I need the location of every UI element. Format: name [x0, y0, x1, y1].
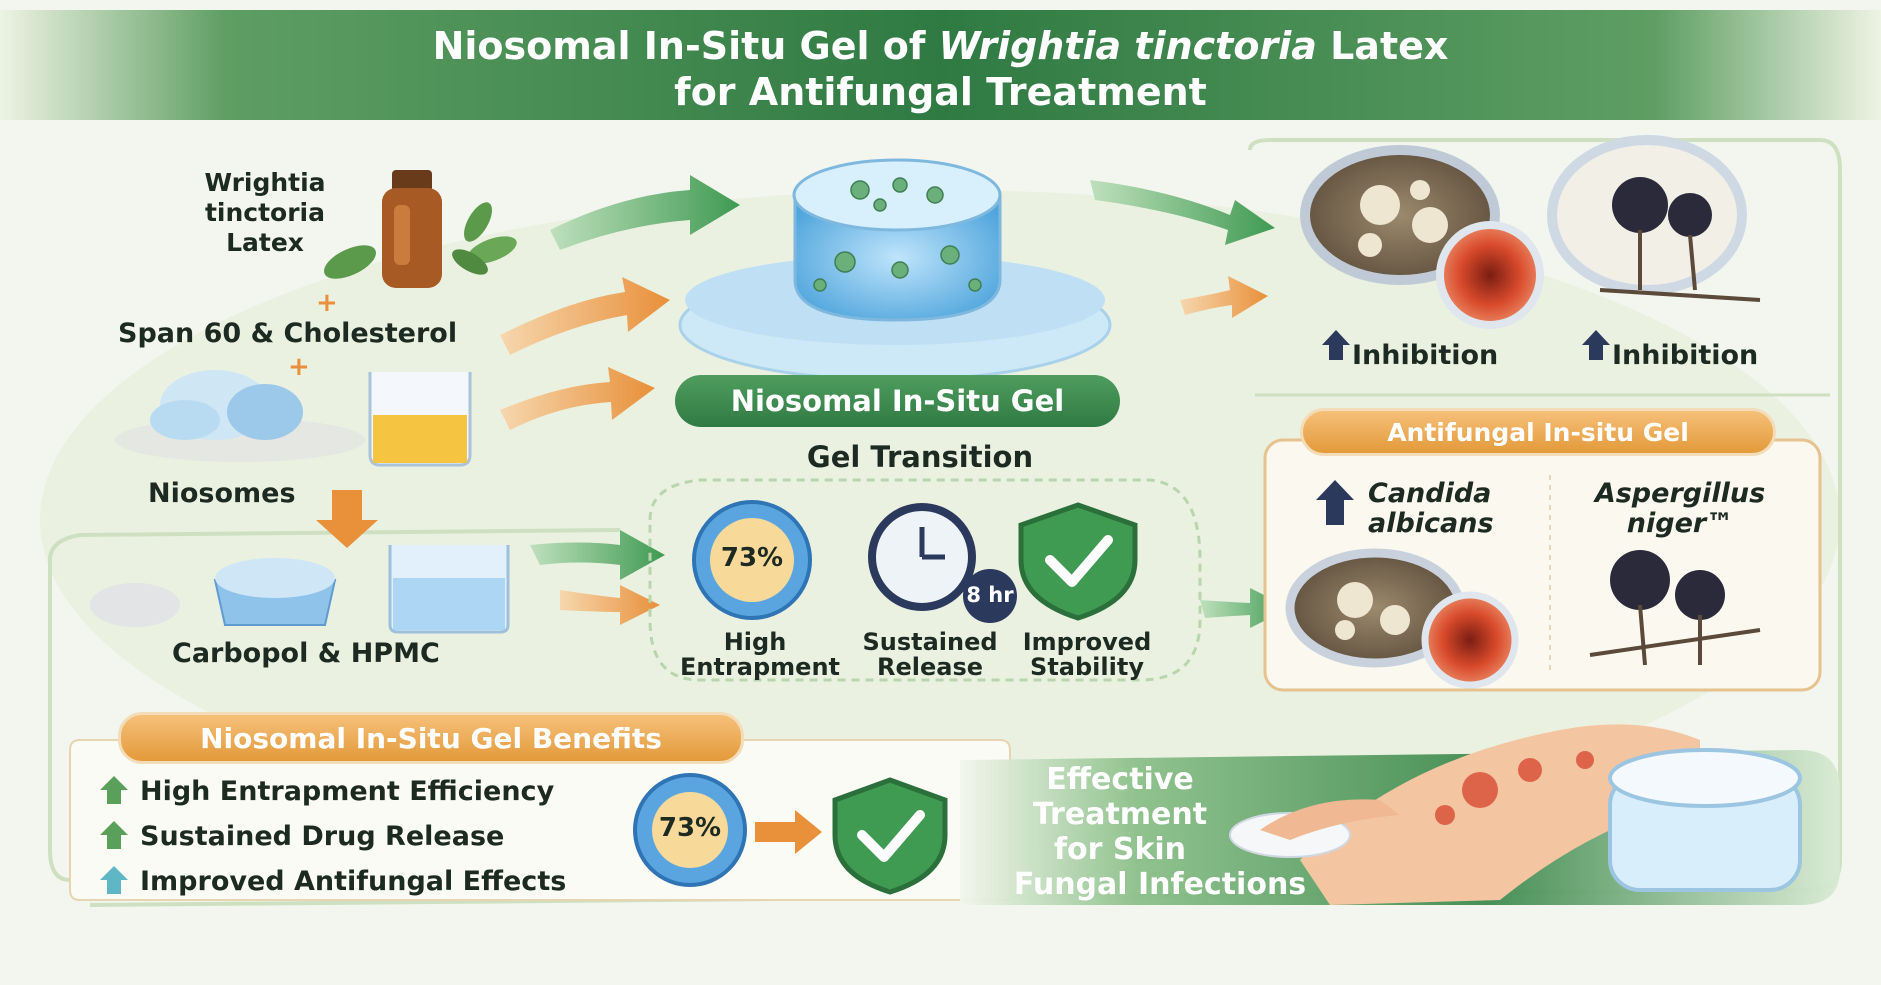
- plus-sign-1: +: [316, 288, 338, 318]
- treatment-line-3: for Skin: [1053, 832, 1187, 867]
- organism-candida-2: albicans: [1368, 508, 1494, 539]
- polymer-label: Carbopol & HPMC: [172, 638, 440, 669]
- surfactant-label: Span 60 & Cholesterol: [118, 318, 458, 349]
- benefit-item-2: Sustained Drug Release: [140, 821, 505, 852]
- organism-aspergillus-1: Aspergillus: [1594, 478, 1766, 509]
- plus-sign-2: +: [288, 352, 310, 382]
- benefits-title: Niosomal In-Situ Gel Benefits: [118, 712, 744, 764]
- feature-label-3a: Improved: [1022, 628, 1152, 656]
- page-subtitle: for Antifungal Treatment: [674, 70, 1207, 114]
- page-title: Niosomal In-Situ Gel of Wrightia tinctor…: [0, 24, 1881, 68]
- latex-label-1: Wrightia: [204, 168, 326, 197]
- feature-label-2b: Release: [876, 653, 984, 681]
- antifungal-panel-title: Antifungal In-situ Gel: [1300, 408, 1776, 456]
- benefit-item-3: Improved Antifungal Effects: [140, 866, 567, 897]
- feature-label-1b: Entrapment: [680, 653, 841, 681]
- gel-transition-label: Gel Transition: [806, 440, 1034, 474]
- treatment-line-4: Fungal Infections: [1013, 867, 1307, 902]
- title-suffix: Latex: [1316, 24, 1449, 68]
- title-prefix: Niosomal In-Situ Gel of: [432, 24, 939, 68]
- gel-banner: Niosomal In-Situ Gel: [675, 375, 1120, 427]
- feature-label-3b: Stability: [1030, 653, 1144, 681]
- inhibition-label-2: Inhibition: [1612, 340, 1759, 371]
- sustained-value: 8 hr: [966, 583, 1014, 607]
- niosomes-label: Niosomes: [148, 478, 296, 509]
- inhibition-label-1: Inhibition: [1352, 340, 1499, 371]
- feature-label-1a: High: [723, 628, 787, 656]
- organism-aspergillus-2: niger™: [1626, 508, 1734, 539]
- entrapment-value: 73%: [720, 543, 784, 573]
- latex-label-2: tinctoria: [204, 198, 326, 227]
- benefit-badge-value: 73%: [658, 813, 722, 843]
- feature-label-2a: Sustained: [862, 628, 998, 656]
- treatment-line-1: Effective: [1046, 762, 1194, 797]
- latex-label-3: Latex: [226, 228, 304, 257]
- organism-candida-1: Candida: [1368, 478, 1492, 509]
- title-species: Wrightia tinctoria: [938, 24, 1317, 68]
- treatment-line-2: Treatment: [1032, 797, 1208, 832]
- benefit-item-1: High Entrapment Efficiency: [140, 776, 555, 807]
